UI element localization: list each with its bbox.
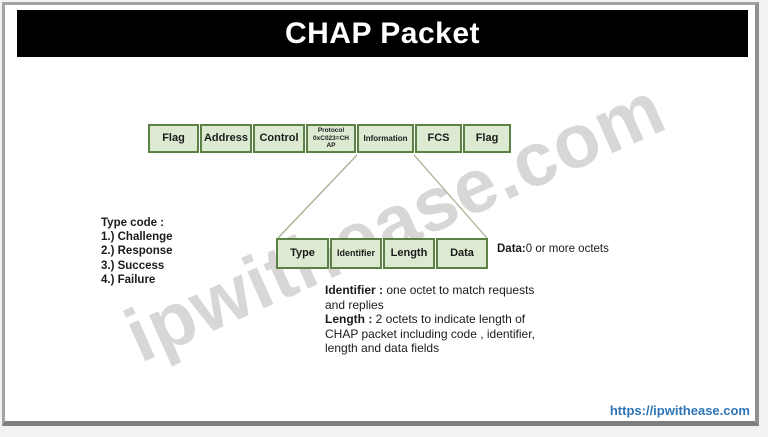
type-code-item-success: 3.) Success	[101, 259, 165, 272]
type-code-heading: Type code :	[101, 217, 165, 229]
type-code-legend: Type code : 1.) Challenge 2.) Response 3…	[101, 216, 173, 287]
data-note-label: Data:	[497, 243, 526, 255]
field-protocol-line1: Protocol	[317, 127, 345, 135]
ppp-frame-row: Flag Address Control Protocol 0xC023=CH …	[148, 124, 511, 153]
type-code-item-challenge: 1.) Challenge	[101, 231, 173, 244]
field-data: Data	[436, 238, 488, 269]
note-identifier: Identifier : one octet to match requests…	[325, 283, 546, 312]
note-length-text: 2 octets to indicate length of CHAP pack…	[325, 312, 535, 356]
field-flag-left: Flag	[148, 124, 199, 153]
field-protocol-line3: AP	[326, 142, 336, 150]
type-code-item-response: 2.) Response	[101, 245, 173, 258]
title-bar: CHAP Packet	[17, 10, 748, 57]
note-identifier-label: Identifier :	[325, 283, 384, 297]
field-type: Type	[276, 238, 329, 269]
footer-site-link[interactable]: https://ipwithease.com	[609, 403, 750, 418]
field-length: Length	[383, 238, 435, 269]
field-protocol-line2: 0xC023=CH	[313, 134, 349, 142]
field-address: Address	[200, 124, 252, 153]
slide-background	[2, 2, 759, 426]
field-identifier: Identifier	[330, 238, 382, 269]
field-control: Control	[253, 124, 305, 153]
note-length-label: Length :	[325, 312, 373, 327]
data-note-text: 0 or more octets	[525, 243, 609, 255]
field-flag-right: Flag	[463, 124, 511, 153]
note-identifier-text: one octet to match requests and replies	[325, 283, 535, 312]
field-protocol: Protocol 0xC023=CH AP	[306, 124, 356, 153]
data-note: Data:0 or more octets	[497, 243, 609, 255]
connector-line-right	[413, 154, 488, 239]
field-information: Information	[357, 124, 414, 153]
type-code-item-failure: 4.) Failure	[101, 273, 156, 286]
field-notes: Identifier : one octet to match requests…	[325, 283, 546, 356]
chap-packet-row: Type Identifier Length Data	[276, 238, 488, 269]
field-fcs: FCS	[415, 124, 462, 153]
connector-line-left	[277, 154, 358, 239]
note-length: Length : 2 octets to indicate length of …	[325, 312, 546, 356]
page-title: CHAP Packet	[284, 16, 481, 50]
